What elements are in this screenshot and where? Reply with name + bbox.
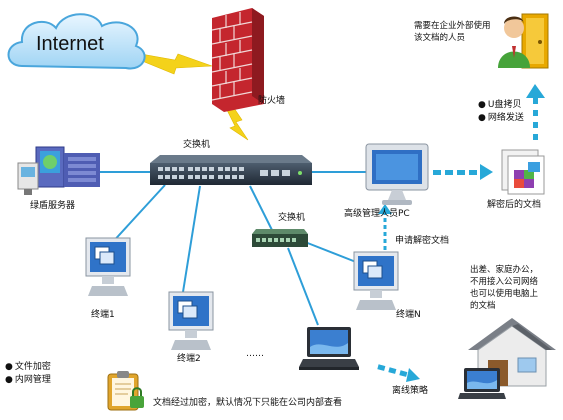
- arrow-admin-to-doc: [433, 164, 493, 180]
- decrypted-doc-label: 解密后的文档: [487, 200, 542, 210]
- terminal-2-label: 终端2: [177, 354, 201, 364]
- decrypted-doc-icon: [501, 149, 545, 195]
- offline-laptop-icon: [458, 368, 506, 399]
- access-switch-label: 交换机: [278, 213, 306, 223]
- transfer-method-usb: U盘拷贝: [478, 99, 524, 112]
- transfer-method-network: 网络发送: [478, 112, 524, 125]
- link-switch-switch: [249, 185, 276, 237]
- encrypted-doc-icon: [107, 371, 144, 411]
- core-switch-icon: [150, 155, 312, 185]
- arrow-offline: [377, 364, 420, 382]
- feature-encryption: 文件加密: [5, 361, 51, 374]
- laptop-icon: [299, 327, 359, 370]
- ellipsis-label: ……: [246, 349, 264, 359]
- firewall-label: 防火墙: [258, 96, 286, 106]
- internet-cloud-icon: [7, 13, 146, 70]
- link-access-laptop: [287, 247, 319, 326]
- terminal-2-icon: [168, 291, 214, 350]
- home-note: 出差、家庭办公，不用接入公司网络也可以使用电脑上的文档: [470, 265, 539, 311]
- terminal-1-label: 终端1: [91, 310, 115, 320]
- terminal-1-icon: [85, 237, 131, 296]
- server-label: 绿盾服务器: [30, 201, 76, 211]
- admin-pc-label: 高级管理人员PC: [344, 209, 410, 219]
- firewall-icon: [212, 8, 264, 112]
- link-switch-terminal1: [109, 184, 166, 246]
- server-icon: [17, 146, 100, 195]
- core-switch-label: 交换机: [183, 140, 211, 150]
- encryption-note: 文档经过加密，默认情况下只能在公司内部查看: [153, 398, 343, 408]
- arrow-doc-to-user: [526, 84, 545, 140]
- access-switch-icon: [252, 229, 308, 247]
- features-list: 文件加密 内网管理: [5, 361, 51, 387]
- transfer-methods: U盘拷贝 网络发送: [478, 99, 524, 125]
- feature-intranet: 内网管理: [5, 374, 51, 387]
- apply-decrypt-label: 申请解密文档: [395, 236, 450, 246]
- link-switch-terminal2: [182, 185, 201, 293]
- external-user-note: 需要在企业外部使用该文档的人员: [414, 21, 491, 43]
- offline-policy-label: 离线策略: [392, 386, 429, 396]
- admin-pc-icon: [365, 143, 429, 205]
- external-user-icon: [498, 13, 549, 69]
- terminal-n-icon: [353, 251, 399, 310]
- terminal-n-label: 终端N: [396, 310, 421, 320]
- link-access-terminalN: [304, 241, 357, 263]
- internet-label: Internet: [36, 33, 104, 55]
